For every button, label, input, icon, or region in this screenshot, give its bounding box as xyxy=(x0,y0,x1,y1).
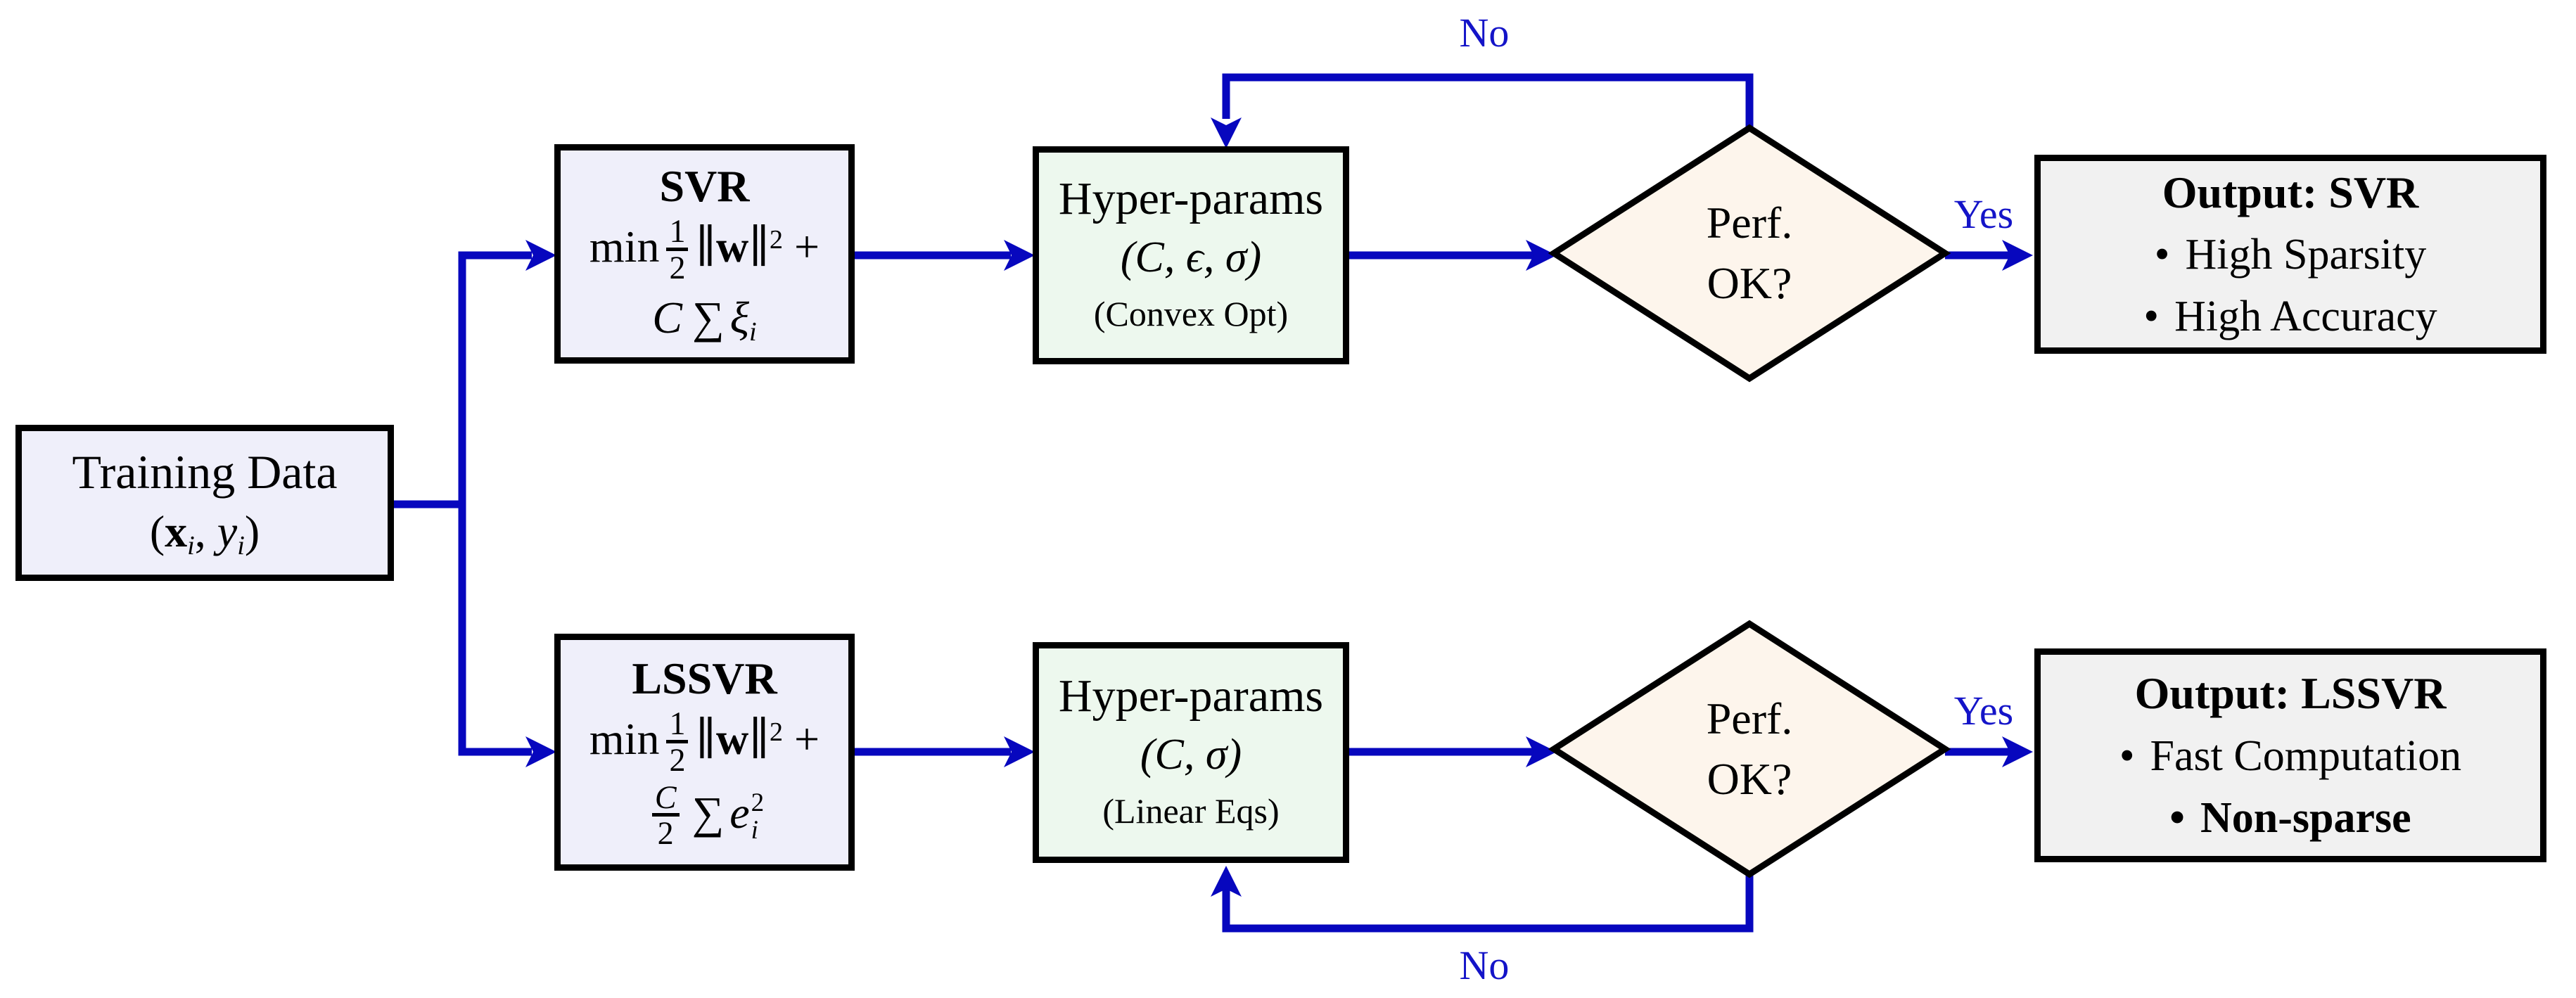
edge-no-loop-top xyxy=(1222,73,1754,128)
var-x: x xyxy=(165,506,188,556)
sum-symbol: ∑ xyxy=(691,292,725,343)
var-w: w xyxy=(716,713,749,764)
decision-bottom-label: Perf. OK? xyxy=(1554,624,1945,874)
sub-i: i xyxy=(187,530,195,561)
decision-top-line1: Perf. xyxy=(1706,197,1793,248)
sup-2: 2 xyxy=(751,788,765,818)
sub-i: i xyxy=(749,316,757,347)
bullet-marker: • xyxy=(2143,293,2160,341)
edge-no-loop-bottom xyxy=(1222,874,1754,933)
decision-top-label: Perf. OK? xyxy=(1554,128,1945,378)
bullet-text: High Accuracy xyxy=(2174,293,2437,341)
arrowhead-hyper-decision-bottom xyxy=(1526,736,1557,767)
hyper-params-bottom-title: Hyper-params xyxy=(1058,670,1324,722)
norm-open: ∥ xyxy=(695,713,717,764)
output-lssvr-box: Output: LSSVR • Fast Computation • Non-spa… xyxy=(2034,648,2546,862)
decision-bottom-line1: Perf. xyxy=(1706,693,1793,743)
frac-denominator: 2 xyxy=(651,813,680,850)
output-svr-box: Output: SVR •High Sparsity •High Accurac… xyxy=(2034,155,2546,354)
hyper-params-top-title: Hyper-params xyxy=(1058,173,1324,225)
norm-open: ∥ xyxy=(695,221,717,271)
arrowhead-no-loop-top xyxy=(1211,117,1242,148)
var-w: w xyxy=(716,221,749,271)
var-C: C xyxy=(652,292,682,343)
arrowhead-yes-top xyxy=(2002,240,2033,271)
frac-numerator: 1 xyxy=(669,212,686,249)
label-yes-top: Yes xyxy=(1953,191,2014,237)
bullet-text: High Sparsity xyxy=(2185,231,2427,279)
bullet-marker: • xyxy=(2169,793,2186,842)
bullet-text: Non-sparse xyxy=(2200,793,2411,842)
training-data-box: Training Data (xi,yi) xyxy=(15,425,394,581)
decision-diamond-top xyxy=(1548,124,1951,383)
output-svr-title: Output: SVR xyxy=(2162,167,2419,217)
arrowhead-trunk-lssvr xyxy=(525,736,556,767)
svr-regularizer: C∑ξi xyxy=(652,288,756,350)
norm-close: ∥ xyxy=(748,221,770,271)
arrowhead-trunk-svr xyxy=(525,240,556,271)
hyper-params-bottom-method: (Linear Eqs) xyxy=(1102,791,1280,831)
output-svr-bullet-2: • High Accuracy xyxy=(2143,286,2437,347)
frac-denominator: 2 xyxy=(666,739,689,776)
bullet-text: Fast Computation xyxy=(2150,731,2462,780)
hyper-params-top-params: (C, ϵ, σ) xyxy=(1120,233,1262,281)
lssvr-title: LSSVR xyxy=(632,653,777,703)
hyper-params-top-box: Hyper-params (C, ϵ, σ) (Convex Opt) xyxy=(1033,146,1349,364)
hyper-params-top-method: (Convex Opt) xyxy=(1093,293,1289,333)
bullet-marker: • xyxy=(2119,731,2135,780)
sub-i: i xyxy=(751,815,758,845)
sub-i: i xyxy=(237,530,245,561)
comma: , xyxy=(194,506,206,556)
output-lssvr-title: Output: LSSVR xyxy=(2134,668,2447,719)
norm-close: ∥ xyxy=(748,713,770,764)
var-y: y xyxy=(217,506,238,556)
decision-top-line2: OK? xyxy=(1707,258,1792,308)
training-data-title: Training Data xyxy=(72,444,338,499)
min-op: min xyxy=(589,221,660,271)
min-op: min xyxy=(589,713,660,764)
arrowhead-hyper-decision-top xyxy=(1526,240,1557,271)
hyper-params-bottom-params: (C, σ) xyxy=(1140,730,1242,779)
var-xi: ξ xyxy=(729,292,750,343)
frac-numerator: C xyxy=(654,779,677,815)
frac-denominator: 2 xyxy=(666,247,689,284)
svr-title: SVR xyxy=(659,160,750,211)
label-no-bottom: No xyxy=(1459,942,1510,988)
sup-2: 2 xyxy=(769,717,784,747)
label-no-top: No xyxy=(1459,10,1510,56)
var-e: e xyxy=(729,787,750,838)
output-lssvr-bullet-1: • Fast Computation xyxy=(2119,725,2461,787)
arrowhead-no-loop-bottom xyxy=(1211,866,1242,897)
decision-diamond-bottom xyxy=(1548,620,1951,878)
bullet-marker: • xyxy=(2154,231,2170,279)
training-data-formula: (xi,yi) xyxy=(150,502,260,564)
plus-sign: + xyxy=(794,713,820,764)
paren-open: ( xyxy=(149,506,165,556)
paren-close: ) xyxy=(244,506,260,556)
output-svr-bullet-1: • High Sparsity xyxy=(2155,224,2426,286)
output-lssvr-bullet-2: • Non-sparse xyxy=(2169,787,2411,849)
sup-2: 2 xyxy=(769,224,784,255)
sum-symbol: ∑ xyxy=(691,787,725,838)
decision-bottom-line2: OK? xyxy=(1707,754,1792,804)
hyper-params-bottom-box: Hyper-params (C, σ) (Linear Eqs) xyxy=(1033,642,1349,863)
arrowhead-svr-hyper xyxy=(1004,240,1035,271)
arrowhead-lssvr-hyper xyxy=(1004,736,1035,767)
arrowhead-yes-bottom xyxy=(2002,736,2033,767)
frac-numerator: 1 xyxy=(669,705,686,741)
plus-sign: + xyxy=(794,221,820,271)
label-yes-bottom: Yes xyxy=(1953,688,2014,734)
